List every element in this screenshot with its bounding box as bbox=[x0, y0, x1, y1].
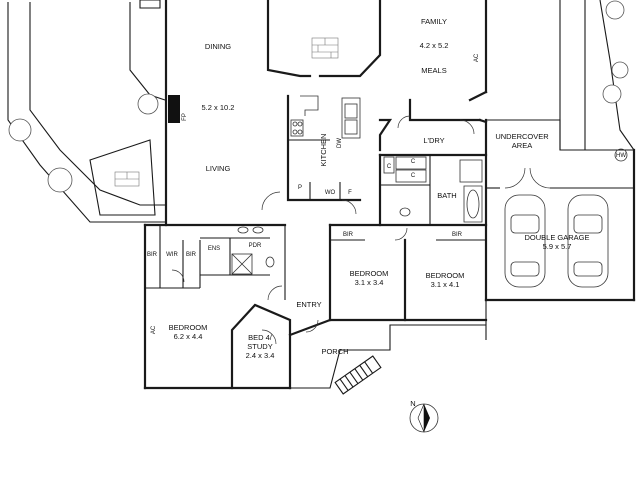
bedroom-center-label: BEDROOM bbox=[350, 269, 389, 278]
brick-patch-left bbox=[114, 171, 140, 187]
compass: N bbox=[409, 399, 439, 433]
cupboard-label-3: C bbox=[411, 173, 416, 179]
garage-label: DOUBLE GARAGE bbox=[524, 233, 589, 242]
fireplace-label: FP bbox=[182, 113, 188, 121]
compass-north-label: N bbox=[410, 399, 415, 408]
hot-water-label: HW bbox=[616, 153, 626, 159]
meals-label: MEALS bbox=[421, 66, 446, 75]
bedroom-right-label: BEDROOM bbox=[426, 271, 465, 280]
toilet-icon bbox=[265, 256, 275, 268]
garage-cars bbox=[504, 194, 609, 288]
bir-bath-label: BIR bbox=[452, 232, 463, 238]
cooktop-icon bbox=[290, 119, 304, 137]
bedroom-master-label: BEDROOM bbox=[169, 323, 208, 332]
porch-label: PORCH bbox=[321, 347, 348, 356]
ac-family-label: AC bbox=[474, 53, 480, 62]
living-label: LIVING bbox=[206, 164, 231, 173]
basin-icon bbox=[237, 226, 249, 234]
bedroom-right-dims-label: 3.1 x 4.1 bbox=[431, 280, 460, 289]
sink-icon bbox=[344, 103, 358, 119]
undercover-area-label: AREA bbox=[512, 141, 532, 150]
porch-steps bbox=[334, 355, 382, 395]
living-dims-label: 5.2 x 10.2 bbox=[202, 103, 235, 112]
fireplace-block bbox=[168, 95, 180, 123]
family-dims-label: 4.2 x 5.2 bbox=[420, 41, 449, 50]
bir-master-right-label: BIR bbox=[186, 252, 197, 258]
cupboard-label-2: C bbox=[411, 159, 416, 165]
bir-bed3-label: BIR bbox=[343, 232, 354, 238]
bathtub-icon bbox=[463, 185, 483, 223]
undercover-label: UNDERCOVER bbox=[495, 132, 549, 141]
entry-label: ENTRY bbox=[296, 300, 321, 309]
ac-master-label: AC bbox=[151, 325, 157, 334]
dining-label: DINING bbox=[205, 42, 231, 51]
fridge-label: F bbox=[348, 190, 352, 196]
tree-icon bbox=[602, 84, 622, 104]
wir-label: WIR bbox=[166, 252, 178, 258]
kitchen-fixtures bbox=[290, 95, 361, 139]
bedroom-center-dims-label: 3.1 x 3.4 bbox=[355, 278, 384, 287]
hot-water-icon bbox=[614, 148, 628, 162]
powder-room-label: PDR bbox=[249, 243, 262, 249]
pantry-label: P bbox=[298, 185, 302, 191]
car-icon bbox=[567, 194, 609, 288]
door-swings bbox=[171, 115, 551, 345]
brick-patch-dining bbox=[311, 37, 339, 59]
dishwasher-label: DW bbox=[337, 138, 343, 148]
fixture-labels: P WO F DW FP AC AC HW C C C bbox=[151, 53, 626, 334]
study-label: STUDY bbox=[247, 342, 272, 351]
cupboard-label-1: C bbox=[387, 164, 392, 170]
bed4-label: BED 4/ bbox=[248, 333, 273, 342]
laundry-label: L'DRY bbox=[423, 136, 444, 145]
kitchen-label: KITCHEN bbox=[319, 134, 328, 167]
toilet-icon bbox=[399, 207, 411, 217]
car-icon bbox=[504, 194, 546, 288]
tree-icon bbox=[605, 0, 625, 20]
wall-oven-label: WO bbox=[325, 190, 336, 196]
study-dims-label: 2.4 x 3.4 bbox=[246, 351, 275, 360]
trees-left bbox=[8, 93, 159, 193]
family-label: FAMILY bbox=[421, 17, 447, 26]
shower-icon bbox=[231, 253, 253, 275]
bath-label: BATH bbox=[437, 191, 456, 200]
tree-icon bbox=[47, 167, 73, 193]
garden-paths-right bbox=[559, 0, 635, 151]
room-labels: DINING 5.2 x 10.2 LIVING FAMILY 4.2 x 5.… bbox=[147, 17, 590, 360]
tree-icon bbox=[611, 61, 629, 79]
bedroom-master-dims-label: 6.2 x 4.4 bbox=[174, 332, 203, 341]
garden-paths bbox=[7, 0, 166, 223]
bir-master-left-label: BIR bbox=[147, 252, 158, 258]
island-bench bbox=[341, 97, 361, 139]
tree-icon bbox=[137, 93, 159, 115]
garage-dims-label: 5.9 x 5.7 bbox=[543, 242, 572, 251]
walls bbox=[143, 0, 636, 390]
ensuite-label: ENS bbox=[208, 246, 220, 252]
tree-icon bbox=[8, 118, 32, 142]
bath-fixtures bbox=[231, 156, 483, 275]
